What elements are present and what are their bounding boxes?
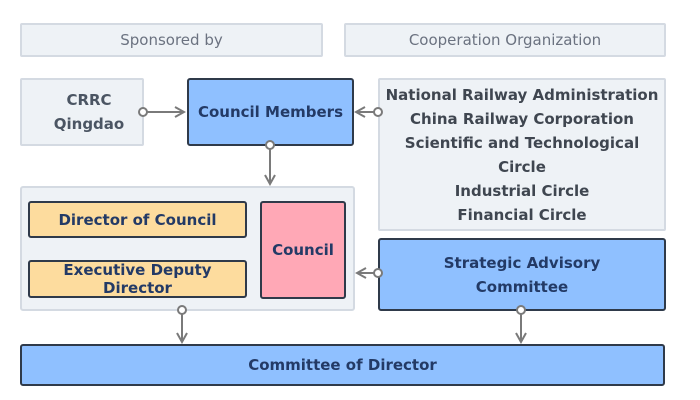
- crrc-qingdao-node: CRRC Qingdao: [20, 78, 144, 146]
- cooperation-item-national-railway-administration: National Railway Administration: [385, 85, 659, 104]
- cooperation-organization-list: National Railway Administration China Ra…: [378, 78, 666, 231]
- connector-council-group-to-committee: [178, 305, 186, 342]
- connector-cooperation-to-council-members: [356, 108, 383, 116]
- committee-of-director-node: Committee of Director: [20, 344, 665, 386]
- crrc-qingdao-line-1: CRRC: [66, 91, 112, 109]
- strategic-advisory-line-1: Strategic Advisory: [443, 253, 601, 272]
- connector-strategic-advisory-to-committee: [517, 305, 525, 342]
- executive-deputy-director-node: Executive Deputy Director: [28, 260, 247, 298]
- cooperation-item-china-railway-corporation: China Railway Corporation: [410, 109, 634, 128]
- connector-crrc-to-council-members: [138, 108, 184, 116]
- council-node: Council: [260, 201, 346, 299]
- cooperation-organization-header: Cooperation Organization: [344, 23, 666, 57]
- connector-council-members-to-council-group: [266, 140, 274, 184]
- cooperation-item-scientific-technological-circle: Scientific and Technological Circle: [404, 133, 640, 176]
- strategic-advisory-committee-node: Strategic Advisory Committee: [378, 238, 666, 311]
- connector-strategic-advisory-to-council: [357, 269, 383, 277]
- sponsored-by-header: Sponsored by: [20, 23, 323, 57]
- cooperation-item-financial-circle: Financial Circle: [457, 205, 587, 224]
- crrc-qingdao-line-2: Qingdao: [53, 115, 125, 133]
- council-members-node: Council Members: [187, 78, 354, 146]
- director-of-council-node: Director of Council: [28, 201, 247, 238]
- strategic-advisory-line-2: Committee: [475, 277, 569, 296]
- cooperation-item-industrial-circle: Industrial Circle: [454, 181, 590, 200]
